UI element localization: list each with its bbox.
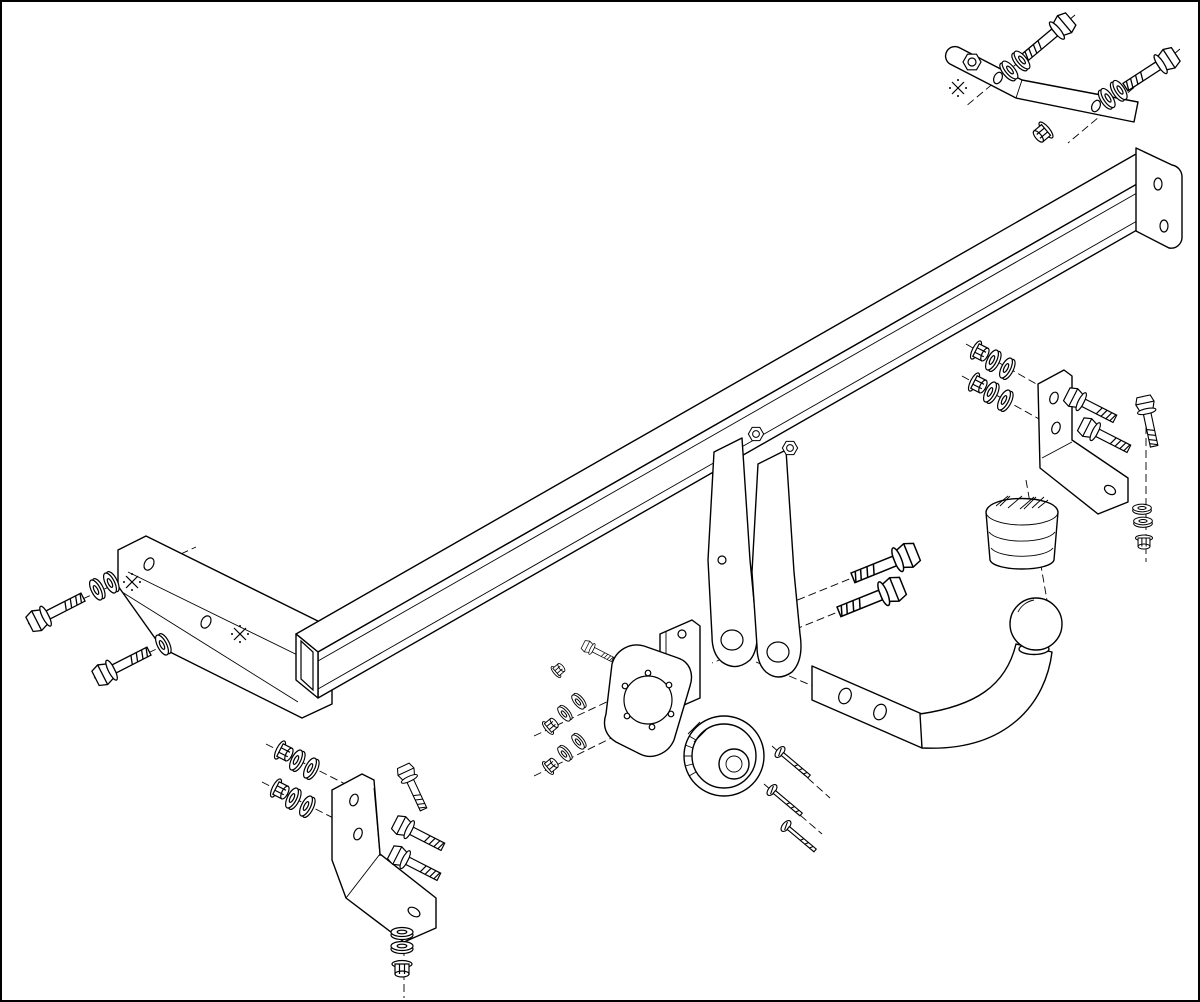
flange-nut (540, 754, 562, 777)
hex-bolt (1017, 9, 1079, 67)
washer (569, 730, 589, 752)
washer (390, 940, 414, 955)
washer (569, 690, 589, 712)
socket-mounting-plate: Socket mounting plate (603, 644, 693, 758)
lower-left-bracket: Lower left support bracket (331, 773, 437, 943)
screw (764, 782, 806, 820)
hex-bolt (833, 573, 909, 625)
washer (555, 702, 575, 724)
bolt-head (747, 426, 765, 442)
washer (1133, 516, 1153, 528)
screws: Fixing screw (764, 744, 820, 856)
flange-nut (549, 660, 568, 680)
left-mounting-bracket: Left mounting bracket (117, 535, 333, 719)
flange-nut (1029, 119, 1056, 147)
hex-bolt (89, 640, 155, 689)
right-angle-bracket: Right angle support bracket (1037, 369, 1129, 515)
right-end-plate: Right end plate (1135, 147, 1183, 249)
bolt-head (962, 53, 982, 71)
washer (390, 926, 414, 941)
tow-ball: Swan neck tow ball (919, 597, 1063, 749)
screw (778, 818, 820, 856)
ball-cover: Tow ball cover cap (985, 495, 1059, 570)
hex-bolt (580, 638, 616, 666)
flange-nut (1134, 534, 1154, 550)
flange-nut (540, 714, 562, 737)
screw (772, 744, 814, 782)
hex-bolt (1118, 44, 1183, 97)
hex-bolt (394, 761, 433, 814)
hex-bolt (23, 586, 89, 635)
crossbar: Cross member (295, 153, 1159, 699)
bolt-head (781, 440, 799, 456)
weld-mark-icon (948, 78, 968, 98)
washer (555, 742, 575, 764)
hex-bolts: Hex bolt (23, 9, 1183, 887)
flange-nut (391, 959, 413, 978)
hex-bolt (1133, 393, 1164, 449)
support-straps: Ball mount support straps (707, 437, 802, 678)
ball-arm: Tow ball arm (811, 665, 923, 749)
upper-right-bracket: Upper right mounting bracket (944, 45, 1139, 123)
washer (1132, 503, 1152, 515)
electrical-socket: Electrical socket (683, 715, 765, 797)
